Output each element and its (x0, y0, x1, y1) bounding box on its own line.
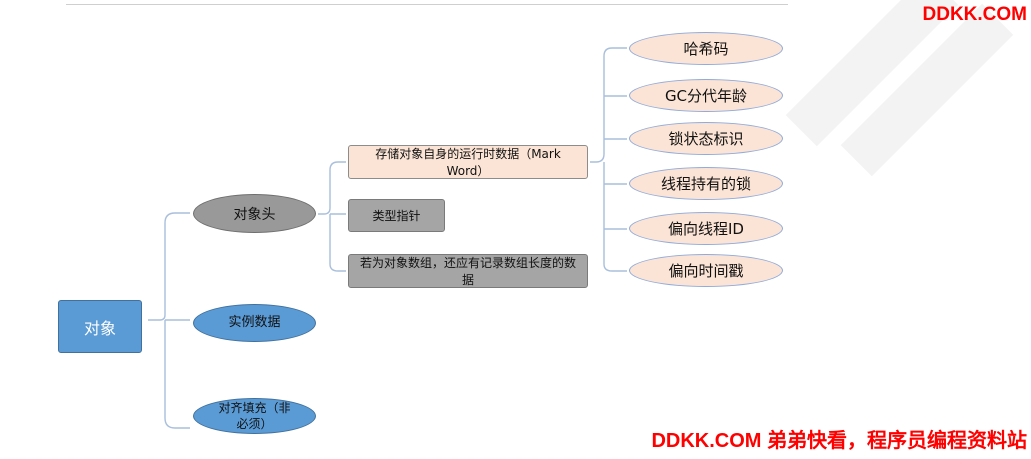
root-node-object: 对象 (58, 300, 142, 353)
instance-data-node: 实例数据 (193, 304, 316, 342)
leaf-gc-age: GC分代年龄 (629, 79, 783, 112)
padding-node-line-1: 对齐填充（非 (218, 401, 291, 415)
leaf-hash-code: 哈希码 (629, 32, 783, 65)
watermark-top: DDKK.COM (922, 4, 1028, 25)
root-bracket (148, 212, 190, 429)
type-pointer-box: 类型指针 (348, 199, 445, 232)
array-length-box: 若为对象数组，还应有记录数组长度的数据 (348, 254, 588, 288)
header-bracket (318, 161, 346, 272)
leaf-biased-timestamp: 偏向时间戳 (629, 254, 783, 287)
padding-node-line-2: 必须） (236, 417, 273, 431)
leaf-lock-state-flag: 锁状态标识 (629, 122, 783, 155)
padding-node: 对齐填充（非 必须） (193, 398, 316, 434)
leaf-thread-held-lock: 线程持有的锁 (629, 167, 783, 200)
mark-word-box: 存储对象自身的运行时数据（Mark Word） (348, 145, 588, 179)
watermark-bottom: DDKK.COM 弟弟快看，程序员编程资料站 (651, 430, 1027, 452)
top-rule (66, 4, 788, 5)
leaf-biased-thread-id: 偏向线程ID (629, 212, 783, 245)
markword-bracket (590, 47, 627, 272)
object-header-node: 对象头 (193, 194, 316, 233)
